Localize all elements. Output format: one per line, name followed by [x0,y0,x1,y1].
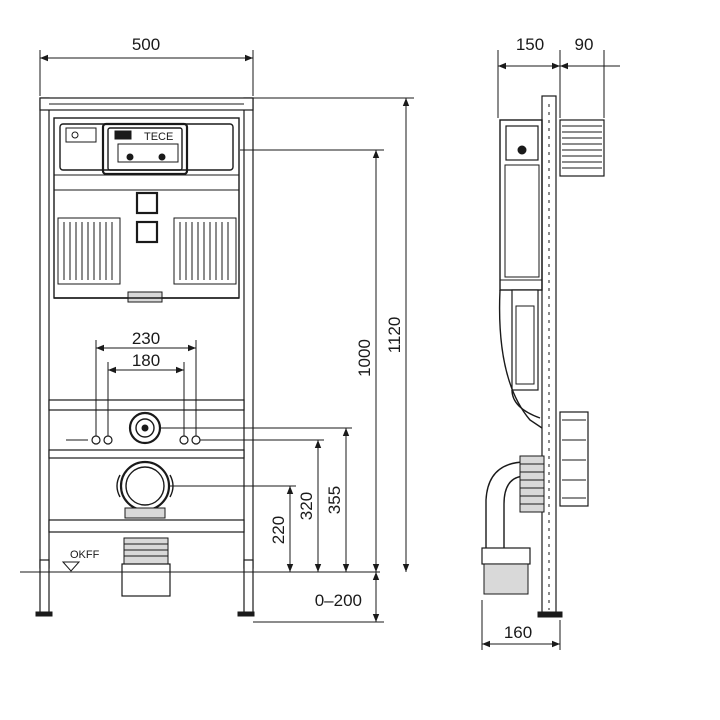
bottom-rail [48,519,245,533]
stud-right-inner [179,435,189,445]
dim-outlet-depth: 160 [504,623,532,642]
dim-height-adjust: 0–200 [315,591,362,610]
left-foot [39,559,50,615]
drain-pipe [121,563,171,597]
right-foot [243,559,254,615]
side-drain-elbow [481,455,545,595]
cistern-outlet [127,291,163,303]
dim-outlet-spacing-outer: 230 [132,329,160,348]
front-dimensions: 500 230 180 1120 1000 355 320 220 [39,35,414,623]
lower-rail [48,449,245,459]
stud-left-inner [103,435,113,445]
right-louvres [173,217,237,285]
middle-rail [48,399,245,411]
drain-outlet [119,460,171,512]
left-louvres [57,217,121,285]
brand-label: TECE [144,131,173,143]
dim-plate-depth: 90 [575,35,594,54]
side-dimensions: 150 90 160 [481,35,620,650]
inspection-square-bottom [135,220,159,244]
drain-pipe-socket [123,537,169,565]
floor-label: OKFF [70,549,100,561]
inspection-square-top [135,191,159,215]
dim-frame-depth: 150 [516,35,544,54]
dim-button-height: 1000 [355,339,374,377]
side-view [481,95,605,618]
side-valve [505,125,539,161]
floor-level-marker [61,561,81,572]
wall-plate-top [559,119,605,177]
dim-outlet-spacing-inner: 180 [132,351,160,370]
left-post [39,97,50,569]
dim-supply-height: 355 [325,486,344,514]
stud-left-outer [91,435,101,445]
right-post [243,97,254,569]
dim-total-height: 1120 [385,317,404,354]
dim-outlet-top-height: 320 [297,492,316,520]
flush-actuator-mount [101,122,189,176]
dim-outlet-center-height: 220 [269,516,288,544]
wall-plate-bottom [559,411,589,507]
dim-width: 500 [132,35,160,54]
front-view: TECE [20,97,380,617]
stud-right-outer [191,435,201,445]
